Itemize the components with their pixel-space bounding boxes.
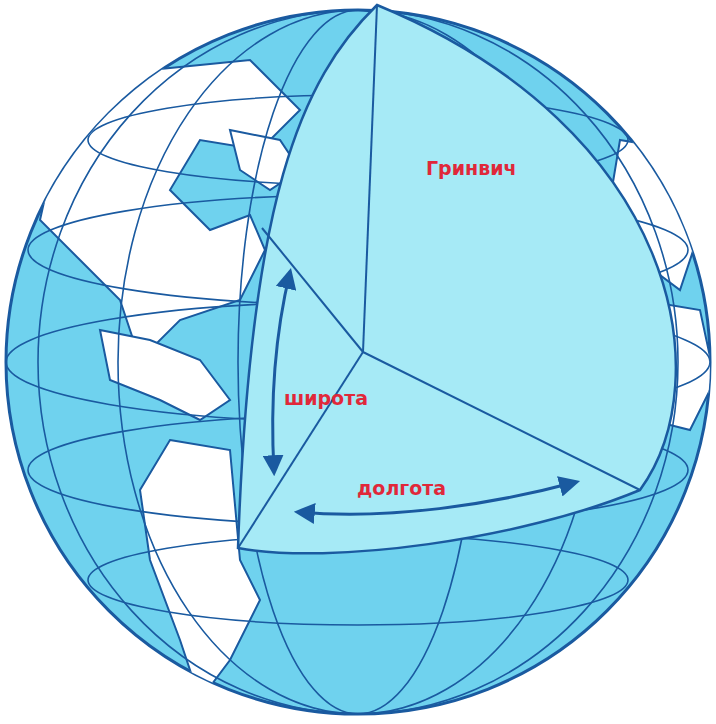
meridian-label: Гринвич: [426, 158, 517, 179]
latitude-arrow: [273, 272, 290, 472]
radius-lines: [238, 5, 640, 548]
longitude-label: долгота: [357, 478, 446, 499]
latitude-label: широта: [284, 388, 368, 409]
cutaway-wedge: [238, 5, 676, 553]
